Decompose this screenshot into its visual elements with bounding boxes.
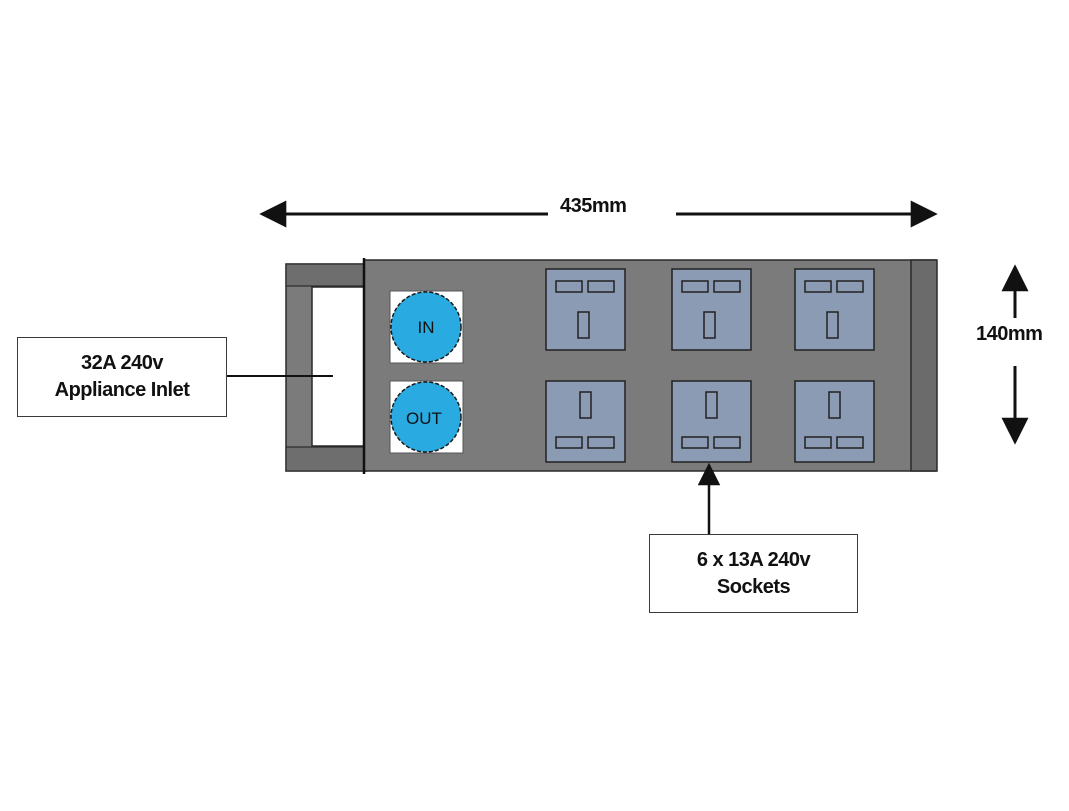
in-switch-label: IN xyxy=(418,318,435,337)
sockets-callout: 6 x 13A 240v Sockets xyxy=(649,534,858,613)
appliance-inlet-callout: 32A 240v Appliance Inlet xyxy=(17,337,227,417)
socket-top-2 xyxy=(671,268,752,351)
in-switch[interactable]: IN xyxy=(389,290,464,364)
pdu-end-cap xyxy=(910,259,938,472)
appliance-inlet xyxy=(311,286,365,447)
socket-bottom-3 xyxy=(794,380,875,463)
inlet-handle xyxy=(285,263,367,472)
width-dimension-label: 435mm xyxy=(560,195,627,218)
sockets-callout-line2: Sockets xyxy=(716,575,791,598)
socket-bottom-1 xyxy=(545,380,626,463)
socket-bottom-2 xyxy=(671,380,752,463)
socket-top-1 xyxy=(545,268,626,351)
height-dimension-label: 140mm xyxy=(976,323,1043,346)
inlet-callout-line1: 32A 240v xyxy=(81,352,164,374)
inlet-callout-line2: Appliance Inlet xyxy=(54,379,190,401)
out-switch-label: OUT xyxy=(406,409,442,428)
sockets-callout-line1: 6 x 13A 240v xyxy=(696,548,811,571)
out-switch[interactable]: OUT xyxy=(389,380,464,454)
socket-top-3 xyxy=(794,268,875,351)
